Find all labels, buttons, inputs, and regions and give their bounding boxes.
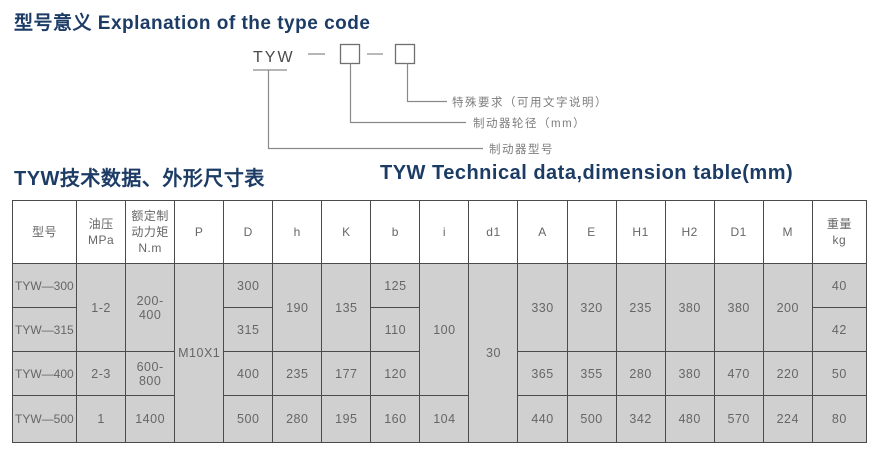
cell-D-500: 500 [223, 395, 274, 443]
cell-h-500: 280 [272, 395, 323, 443]
cell-model-tyw500: TYW—500 [11, 395, 78, 443]
col-header-A: A [517, 200, 568, 264]
col-header-D: D [223, 200, 274, 264]
cell-oil-500: 1 [76, 395, 127, 443]
col-header-oil-pressure: 油压 MPa [76, 200, 127, 264]
cell-H2-300-315: 380 [664, 263, 715, 352]
cell-b-300: 125 [370, 263, 421, 308]
cell-b-400: 120 [370, 351, 421, 396]
cell-A-500: 440 [517, 395, 568, 443]
cell-M-400: 220 [762, 351, 813, 396]
cell-torque-400: 600-800 [125, 351, 176, 396]
label-special-requirement: 特殊要求（可用文字说明） [452, 95, 608, 109]
col-header-D1: D1 [713, 200, 764, 264]
cell-model-tyw315: TYW—315 [11, 307, 78, 352]
leader-line-special [406, 63, 447, 103]
table-title-zh: TYW技术数据、外形尺寸表 [14, 168, 265, 190]
cell-H1-300-315: 235 [615, 263, 666, 352]
table-row-tyw400: TYW—400 2-3 600-800 400 235 177 120 365 … [11, 351, 868, 396]
col-header-weight: 重量 kg [811, 200, 868, 264]
cell-torque-300-315: 200-400 [125, 263, 176, 352]
cell-D1-400: 470 [713, 351, 764, 396]
cell-h-400: 235 [272, 351, 323, 396]
cell-A-300-315: 330 [517, 263, 568, 352]
table-row-tyw315: TYW—315 315 110 42 [11, 307, 868, 352]
cell-model-tyw300: TYW—300 [11, 263, 78, 308]
col-header-H2: H2 [664, 200, 715, 264]
cell-A-400: 365 [517, 351, 568, 396]
cell-D-315: 315 [223, 307, 274, 352]
cell-M-300-315: 200 [762, 263, 813, 352]
col-header-h: h [272, 200, 323, 264]
cell-D-300: 300 [223, 263, 274, 308]
leader-line-diameter [349, 63, 466, 124]
leader-line-model [267, 70, 483, 150]
col-header-E: E [566, 200, 617, 264]
col-header-b: b [370, 200, 421, 264]
cell-E-300-315: 320 [566, 263, 617, 352]
technical-data-table: 型号 油压 MPa 额定制 动力矩 N.m P D h K b i d1 A E… [11, 200, 868, 443]
cell-b-500: 160 [370, 395, 421, 443]
col-header-model: 型号 [11, 200, 78, 264]
cell-H1-500: 342 [615, 395, 666, 443]
type-code-text: TYW [253, 49, 295, 66]
cell-K-500: 195 [321, 395, 372, 443]
cell-weight-500: 80 [811, 395, 868, 443]
col-header-rated-torque: 额定制 动力矩 N.m [125, 200, 176, 264]
col-header-M: M [762, 200, 813, 264]
label-brake-model: 制动器型号 [489, 142, 554, 156]
cell-K-400: 177 [321, 351, 372, 396]
cell-weight-400: 50 [811, 351, 868, 396]
code-box-diameter [339, 43, 361, 65]
cell-model-tyw400: TYW—400 [11, 351, 78, 396]
cell-oil-400: 2-3 [76, 351, 127, 396]
col-header-i: i [419, 200, 470, 264]
cell-b-315: 110 [370, 307, 421, 352]
cell-D1-500: 570 [713, 395, 764, 443]
page-title: 型号意义 Explanation of the type code [14, 13, 371, 34]
col-header-H1: H1 [615, 200, 666, 264]
col-header-d1: d1 [468, 200, 519, 264]
table-title-en: TYW Technical data,dimension table(mm) [380, 162, 794, 184]
cell-K-300-315: 135 [321, 263, 372, 352]
cell-H1-400: 280 [615, 351, 666, 396]
cell-i-300-400: 100 [419, 263, 470, 396]
label-brake-diameter: 制动器轮径（mm） [473, 116, 586, 130]
type-code-diagram: TYW 特殊要求（可用文字说明） 制动器轮径（mm） 制动器型号 [253, 43, 608, 156]
table-row-tyw300: TYW—300 1-2 200-400 M10X1 300 190 135 12… [11, 263, 868, 443]
col-header-K: K [321, 200, 372, 264]
table-row-tyw500: TYW—500 1 1400 500 280 195 160 104 440 5… [11, 395, 868, 443]
cell-D1-300-315: 380 [713, 263, 764, 352]
cell-M-500: 224 [762, 395, 813, 443]
header-row: 型号 油压 MPa 额定制 动力矩 N.m P D h K b i d1 A E… [11, 200, 868, 264]
cell-E-400: 355 [566, 351, 617, 396]
cell-H2-500: 480 [664, 395, 715, 443]
cell-torque-500: 1400 [125, 395, 176, 443]
cell-h-300-315: 190 [272, 263, 323, 352]
cell-i-500: 104 [419, 395, 470, 443]
cell-P-all: M10X1 [174, 263, 225, 443]
col-header-P: P [174, 200, 225, 264]
cell-d1-all: 30 [468, 263, 519, 443]
cell-weight-300: 40 [811, 263, 868, 308]
cell-oil-300-315: 1-2 [76, 263, 127, 352]
cell-H2-400: 380 [664, 351, 715, 396]
cell-weight-315: 42 [811, 307, 868, 352]
cell-D-400: 400 [223, 351, 274, 396]
code-box-special [394, 43, 416, 65]
cell-E-500: 500 [566, 395, 617, 443]
